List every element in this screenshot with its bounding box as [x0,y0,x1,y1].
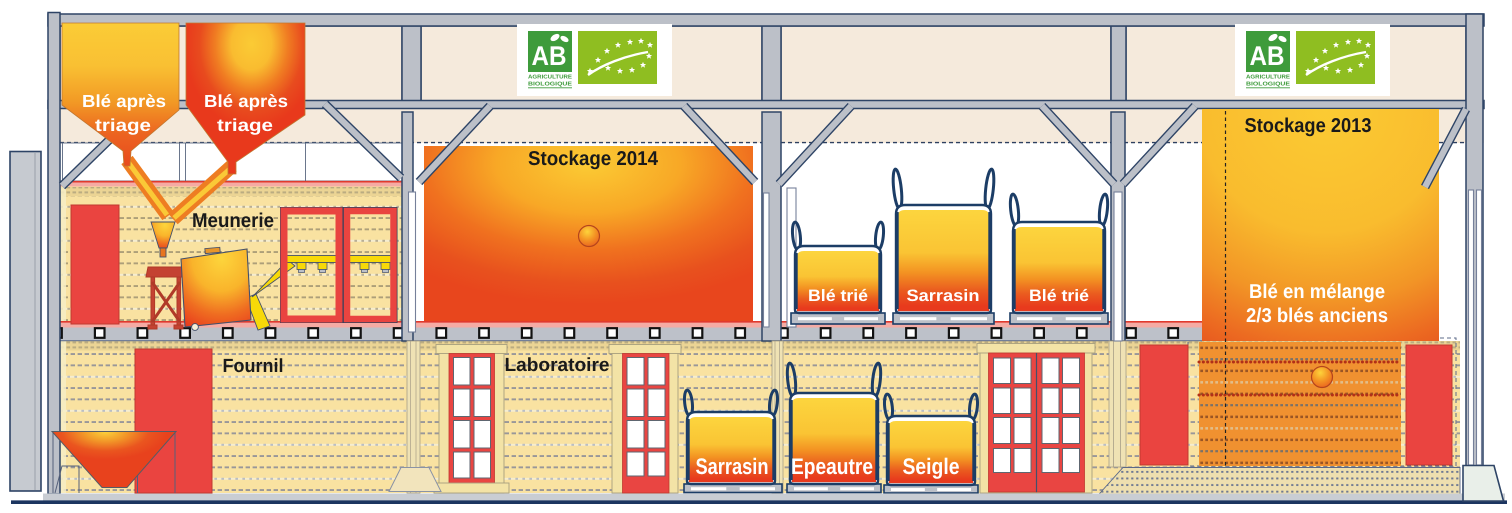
svg-text:Blé après: Blé après [204,91,288,111]
svg-text:Epeautre: Epeautre [791,454,873,479]
svg-text:Meunerie: Meunerie [192,210,274,232]
svg-text:triage: triage [217,115,273,135]
svg-text:Sarrasin: Sarrasin [696,454,769,479]
svg-text:Stockage 2014: Stockage 2014 [528,148,659,170]
svg-text:AGRICULTURE: AGRICULTURE [528,75,572,81]
svg-text:2/3 blés anciens: 2/3 blés anciens [1246,305,1388,327]
svg-text:Blé trié: Blé trié [808,287,868,305]
svg-text:BIOLOGIQUE: BIOLOGIQUE [528,82,572,88]
svg-text:Seigle: Seigle [903,454,960,479]
svg-text:AB: AB [532,41,567,71]
svg-text:Blé après: Blé après [82,91,166,111]
svg-text:triage: triage [95,115,151,135]
svg-text:Stockage 2013: Stockage 2013 [1245,115,1372,137]
svg-text:Sarrasin: Sarrasin [907,287,980,305]
svg-text:Laboratoire: Laboratoire [505,355,610,376]
svg-text:Blé en mélange: Blé en mélange [1249,281,1385,303]
svg-text:Fournil: Fournil [223,356,284,377]
svg-text:Blé trié: Blé trié [1029,287,1089,305]
